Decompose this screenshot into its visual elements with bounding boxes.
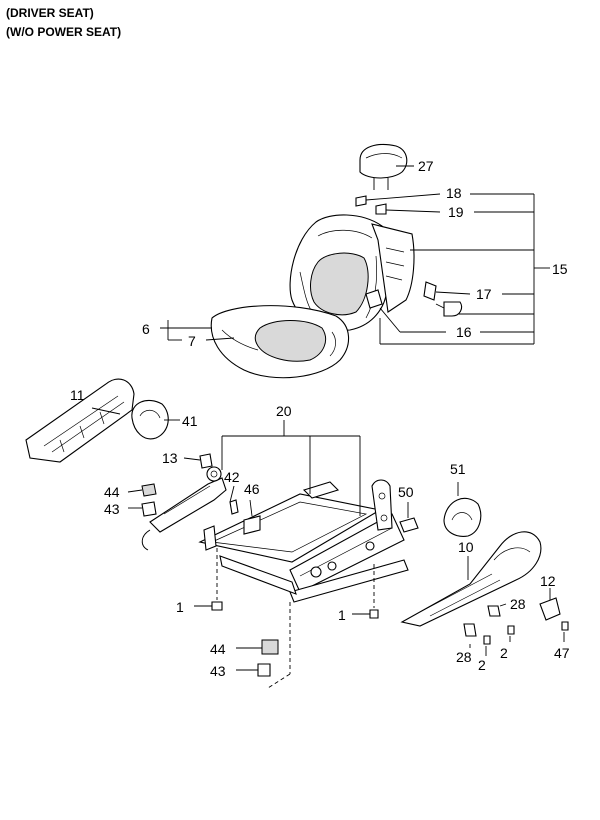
recliner-parts (355, 195, 463, 317)
clip-50 (399, 517, 419, 533)
callout-11: 11 (70, 387, 85, 403)
callout-28-right: 28 (510, 596, 526, 612)
side-cover-right (400, 531, 542, 627)
diagram-title-line-2: (W/O POWER SEAT) (6, 25, 122, 39)
callout-2-left: 2 (478, 657, 486, 673)
fasteners-right (463, 597, 569, 645)
callout-1-right: 1 (338, 607, 346, 623)
callout-42: 42 (224, 469, 240, 485)
callout-44-lower: 44 (210, 641, 226, 657)
height-adjust-link (141, 466, 261, 551)
callout-20: 20 (276, 403, 292, 419)
callout-12: 12 (540, 573, 556, 589)
callout-51: 51 (450, 461, 466, 477)
seat-back-panel (371, 223, 415, 313)
callout-7: 7 (188, 333, 196, 349)
callout-2-right: 2 (500, 645, 508, 661)
diagram-title-line-1: (DRIVER SEAT) (6, 6, 94, 20)
callout-41: 41 (182, 413, 198, 429)
seat-cushion (210, 305, 350, 379)
callout-27: 27 (418, 158, 434, 174)
recliner-cover-left (131, 400, 169, 440)
callout-46: 46 (244, 481, 260, 497)
callout-16: 16 (456, 324, 472, 340)
callout-43-upper: 43 (104, 501, 120, 517)
callout-43-lower: 43 (210, 663, 226, 679)
callout-19: 19 (448, 204, 464, 220)
callout-44-upper: 44 (104, 484, 120, 500)
callout-50: 50 (398, 484, 414, 500)
side-cover-left (25, 378, 135, 463)
fasteners-left (141, 453, 239, 517)
callout-6: 6 (142, 321, 150, 337)
callout-1-left: 1 (176, 599, 184, 615)
callout-28-lower: 28 (456, 649, 472, 665)
callout-17: 17 (476, 286, 492, 302)
callout-13: 13 (162, 450, 178, 466)
seat-track-frame (198, 479, 409, 603)
headrest (359, 143, 408, 190)
callout-10: 10 (458, 539, 474, 555)
bolts (194, 548, 379, 689)
nut-cap-lower (261, 639, 279, 655)
nut-lower (257, 663, 271, 677)
callout-47: 47 (554, 645, 570, 661)
recliner-cover-right (443, 497, 482, 537)
callout-18: 18 (446, 185, 462, 201)
callout-15: 15 (552, 261, 568, 277)
